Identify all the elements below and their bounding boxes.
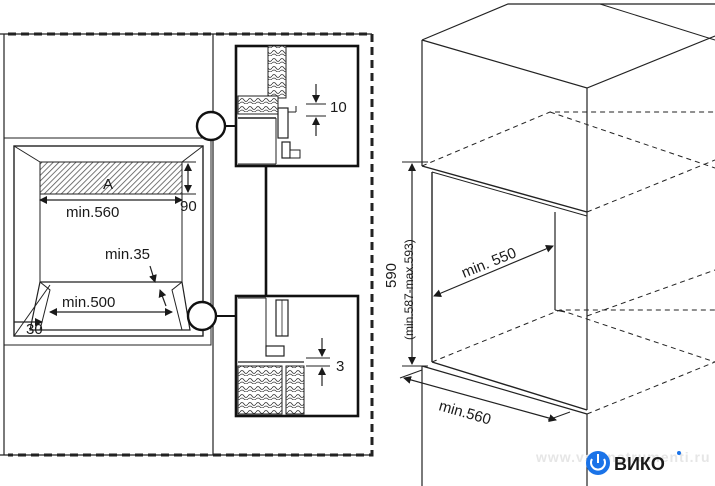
detail-box-bottom <box>234 294 360 418</box>
dim-10-group: 10 <box>306 84 347 136</box>
brand-logo: ВИКО <box>586 451 681 475</box>
niche-edge <box>181 145 204 163</box>
dim-min35-text: min.35 <box>105 246 150 263</box>
shelf-line <box>13 284 51 337</box>
dim-arrow-min35 <box>149 265 157 283</box>
dim-height-group: 590 (min.587-max.593) <box>383 161 428 367</box>
dim-90-text: 90 <box>180 198 197 215</box>
dim-depth-text: min. 550 <box>459 244 519 281</box>
dim-height-range-text: (min.587-max.593) <box>402 239 416 340</box>
isometric-view-diagram <box>421 3 715 486</box>
dim-width-text: min.560 <box>437 398 493 429</box>
watermark-text: www.vseinstrumenti.ru <box>535 449 711 465</box>
front-view-diagram: A 90 min.560 min.35 min.500 30 <box>0 32 374 457</box>
dim-3-text: 3 <box>336 358 344 375</box>
dashed-frame <box>8 32 374 457</box>
dim-depth-group: min. 550 <box>433 244 554 297</box>
label-a: A <box>103 176 113 193</box>
dim-arrow-min35 <box>158 289 167 307</box>
dim-min500-text: min.500 <box>62 294 115 311</box>
niche-inner <box>13 145 204 337</box>
detail-circle-top <box>195 110 227 142</box>
niche-edge <box>13 145 41 163</box>
detail-box-top <box>234 44 360 168</box>
brand-dot <box>677 451 681 455</box>
dim-3-group: 3 <box>306 338 344 386</box>
ventilation-opening-a <box>39 161 183 195</box>
dim-30-text: 30 <box>26 321 43 338</box>
brand-text: ВИКО <box>614 454 665 474</box>
dim-min560-text: min.560 <box>66 204 119 221</box>
detail-circle-bottom <box>186 300 218 332</box>
bottom-shelf <box>29 281 191 331</box>
dim-height-text: 590 <box>383 263 400 288</box>
dim-10-text: 10 <box>330 99 347 116</box>
bottom-shelf-edge <box>171 281 183 331</box>
niche-outer <box>3 137 212 346</box>
bottom-shelf-edge <box>39 281 51 331</box>
